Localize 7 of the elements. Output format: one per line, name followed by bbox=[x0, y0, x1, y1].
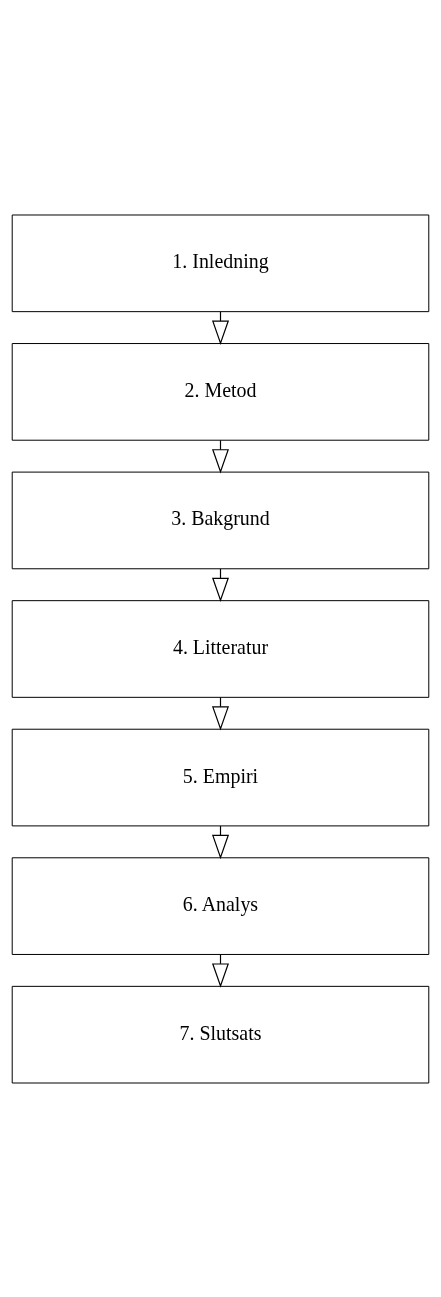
node-box: 1. Inledning bbox=[11, 214, 430, 312]
node-box: 7. Slutsats bbox=[11, 985, 430, 1083]
node-box: 5. Empiri bbox=[11, 728, 430, 826]
node-box: 3. Bakgrund bbox=[11, 471, 430, 569]
node-box: 6. Analys bbox=[11, 856, 430, 955]
node-box: 2. Metod bbox=[11, 342, 430, 441]
node-box: 4. Litteratur bbox=[11, 599, 430, 698]
